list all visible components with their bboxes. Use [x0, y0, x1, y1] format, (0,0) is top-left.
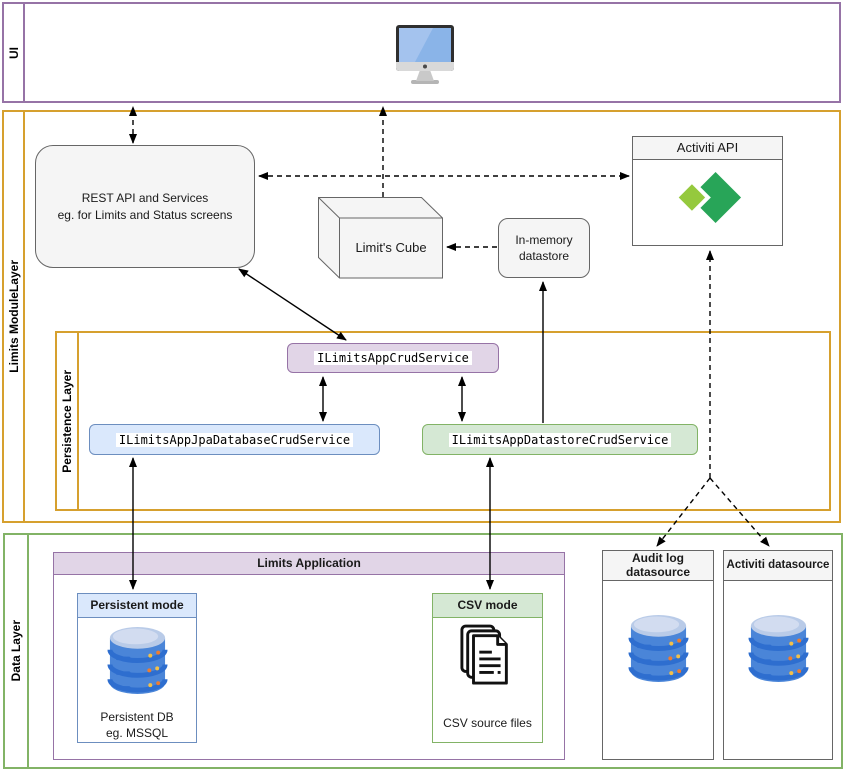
csv-mode-caption: CSV source files — [443, 716, 532, 730]
ilimits-app-crud-service-label: ILimitsAppCrudService — [314, 351, 472, 365]
data-layer-label: Data Layer — [9, 620, 23, 682]
ui-layer-label-strip: UI — [4, 4, 25, 101]
ilimits-app-datastore-crud-service-node: ILimitsAppDatastoreCrudService — [422, 424, 698, 455]
persistent-mode-caption: Persistent DB eg. MSSQL — [100, 710, 174, 741]
limits-module-layer-label: Limits ModuleLayer — [6, 260, 21, 373]
ilimits-app-jpa-database-crud-service-label: ILimitsAppJpaDatabaseCrudService — [115, 432, 354, 447]
csv-mode-title: CSV mode — [433, 594, 542, 618]
limits-cube-label: Limit's Cube — [355, 240, 426, 255]
activiti-logo-icon — [674, 169, 742, 231]
limits-application-title: Limits Application — [54, 553, 564, 575]
persistence-layer-label-strip: Persistence Layer — [57, 333, 79, 509]
database-icon — [627, 613, 690, 691]
persistence-layer-label: Persistence Layer — [60, 369, 74, 473]
activiti-api-node: Activiti API — [632, 136, 783, 246]
activiti-api-title: Activiti API — [633, 137, 782, 160]
audit-log-datasource-title: Audit log datasource — [603, 551, 713, 581]
activiti-datasource-box: Activiti datasource — [723, 550, 833, 760]
audit-log-datasource-box: Audit log datasource — [602, 550, 714, 760]
database-icon — [106, 625, 169, 703]
data-layer-label-strip: Data Layer — [5, 535, 29, 767]
limits-module-layer-label-strip: Limits ModuleLayer — [4, 112, 25, 521]
activiti-datasource-title: Activiti datasource — [724, 551, 832, 581]
persistent-mode-box: Persistent mode Persistent DB eg. MSSQL — [77, 593, 197, 743]
rest-api-node: REST API and Services eg. for Limits and… — [35, 145, 255, 268]
ilimits-app-crud-service-node: ILimitsAppCrudService — [287, 343, 499, 373]
database-icon — [747, 613, 810, 691]
persistent-mode-title: Persistent mode — [78, 594, 196, 618]
csv-mode-box: CSV mode CSV source files — [432, 593, 543, 743]
monitor-icon — [395, 24, 455, 86]
in-memory-datastore-label: In-memory datastore — [515, 232, 573, 263]
ui-layer-label: UI — [6, 46, 21, 59]
rest-api-label: REST API and Services eg. for Limits and… — [57, 191, 233, 222]
ilimits-app-datastore-crud-service-label: ILimitsAppDatastoreCrudService — [448, 432, 672, 447]
ilimits-app-jpa-database-crud-service-node: ILimitsAppJpaDatabaseCrudService — [89, 424, 380, 455]
csv-files-icon — [459, 624, 517, 693]
in-memory-datastore-node: In-memory datastore — [498, 218, 590, 278]
limits-cube-node: Limit's Cube — [318, 197, 444, 279]
